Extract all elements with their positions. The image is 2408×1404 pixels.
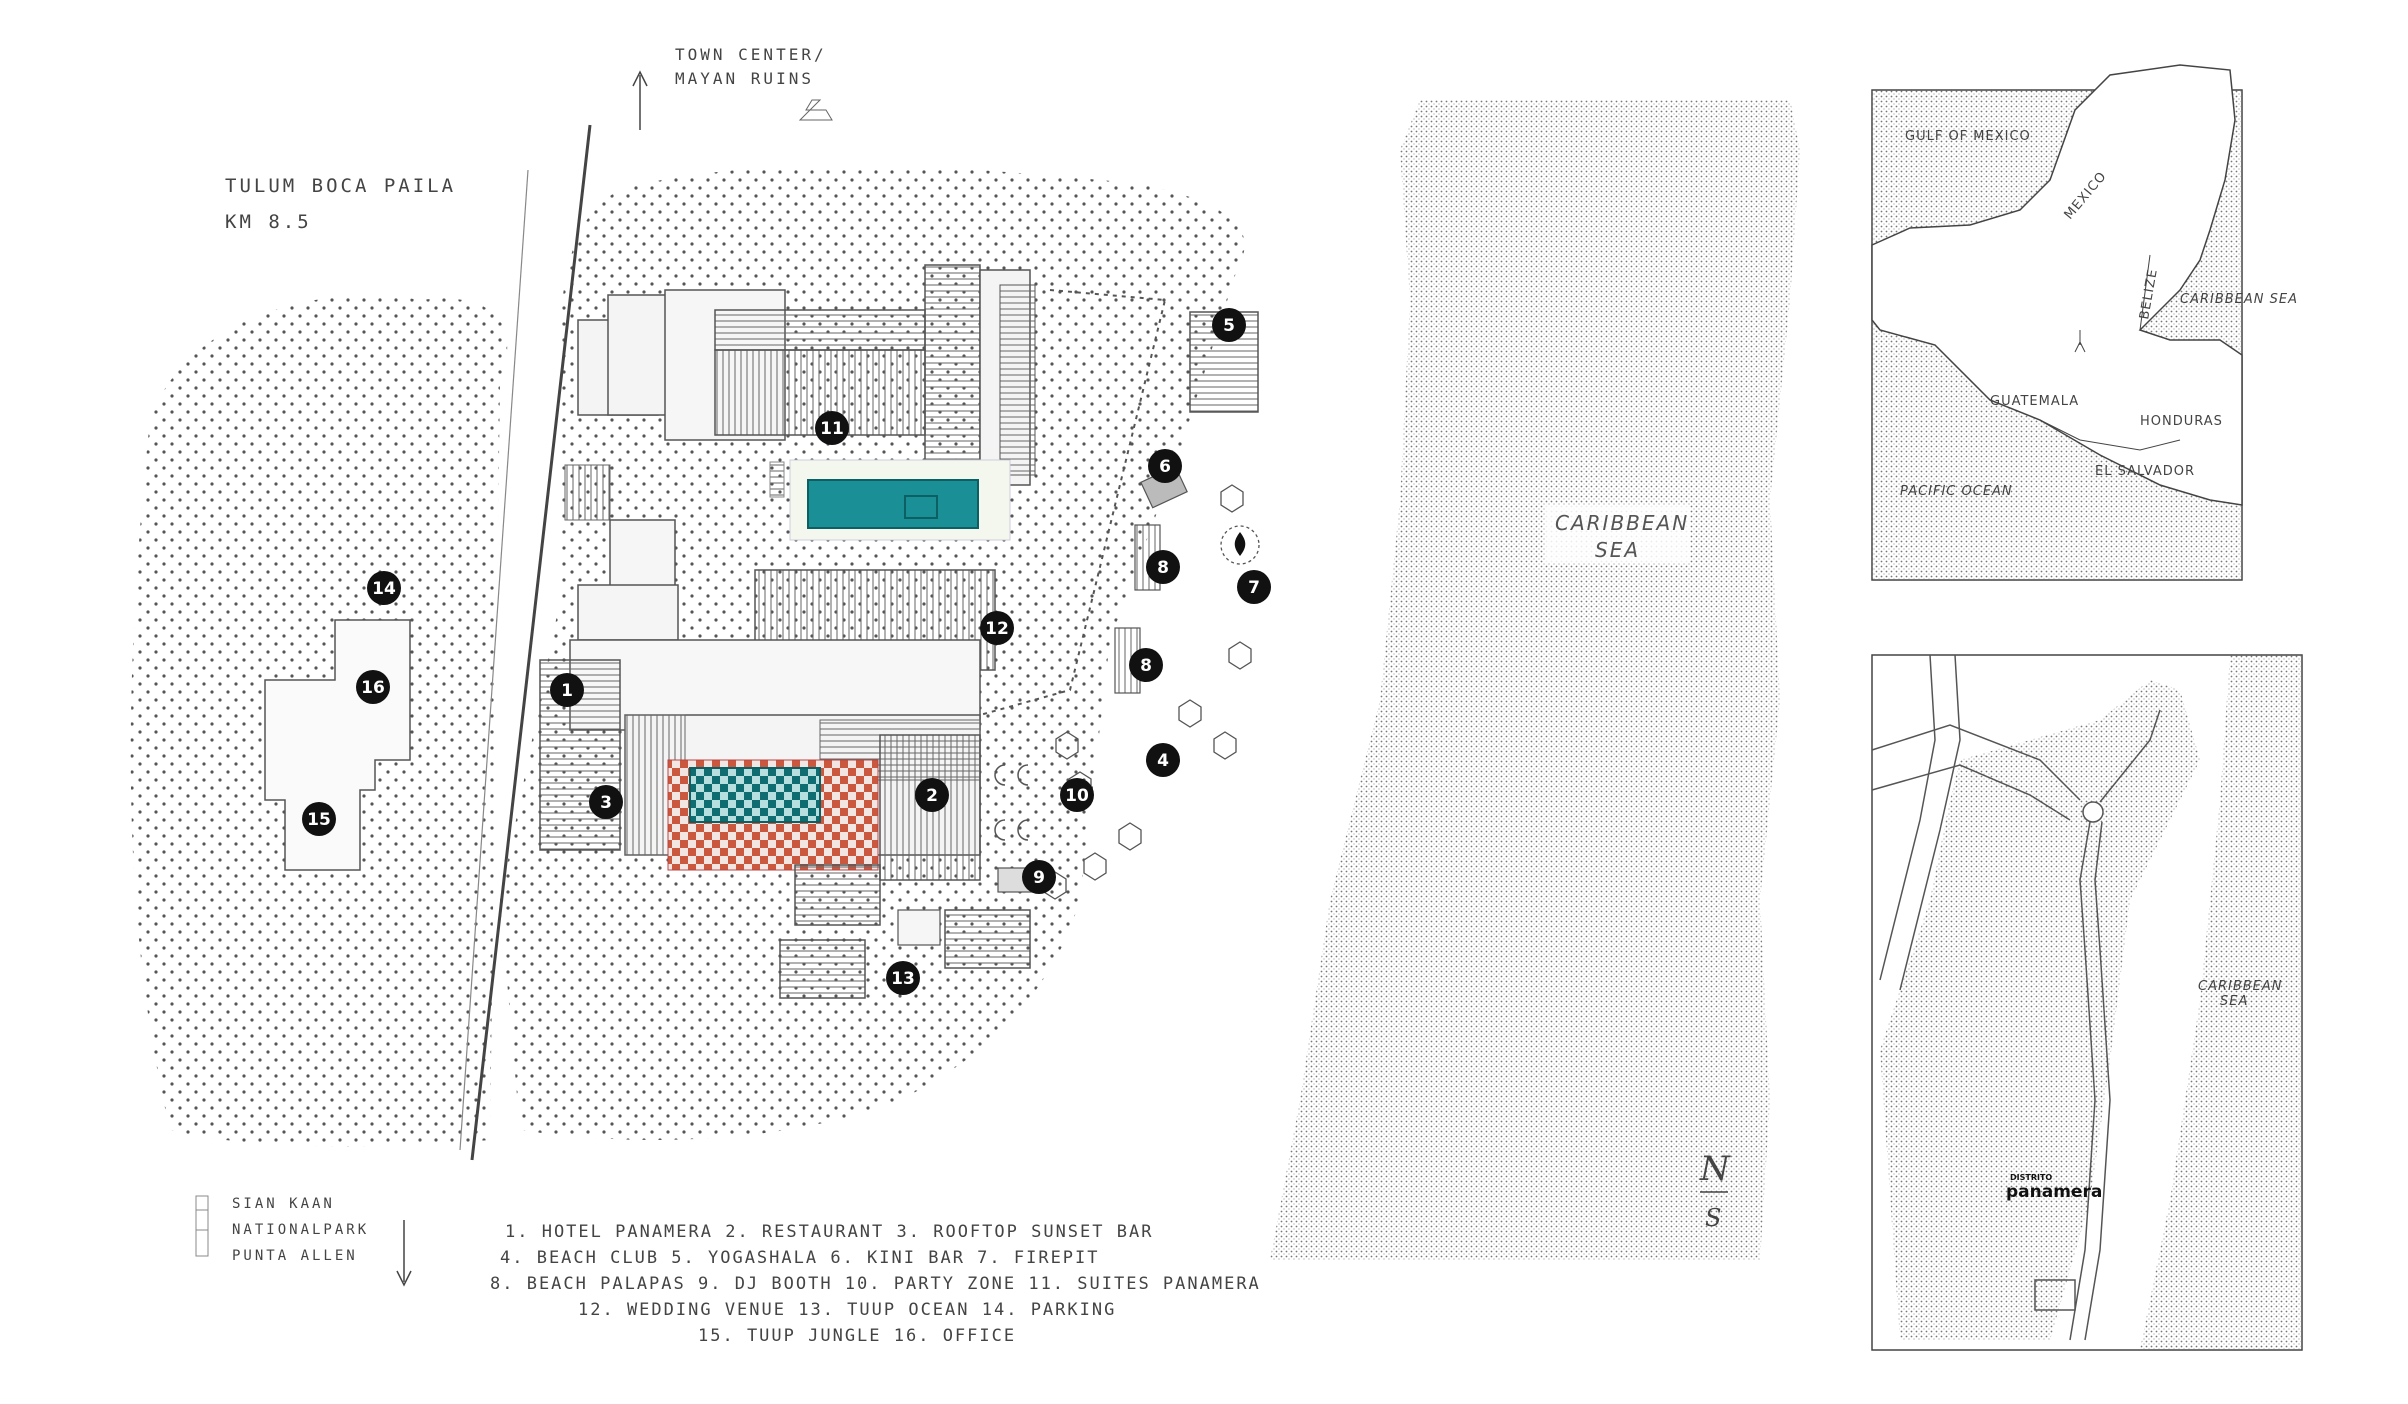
inset-region-map <box>1871 64 2243 581</box>
marker-15-label: 15 <box>307 810 331 830</box>
marker-7[interactable]: 7 <box>1237 570 1271 604</box>
inset-gulf: GULF OF MEXICO <box>1905 129 2031 144</box>
pool-suites <box>807 479 979 529</box>
marker-7-label: 7 <box>1248 578 1260 598</box>
south-label-3: PUNTA ALLEN <box>232 1248 358 1264</box>
marker-5-label: 5 <box>1223 316 1235 336</box>
marker-4-label: 4 <box>1157 751 1169 771</box>
marker-8a[interactable]: 8 <box>1146 550 1180 584</box>
inset-pacific: PACIFIC OCEAN <box>1900 484 2013 499</box>
site-boundary <box>979 289 1167 716</box>
marker-16[interactable]: 16 <box>356 670 390 704</box>
local-panamera: panamera <box>2006 1182 2102 1202</box>
pool-beach-club <box>689 767 821 823</box>
marker-15[interactable]: 15 <box>302 802 336 836</box>
compass-south: S <box>1705 1204 1721 1232</box>
legend-line-3: 8. BEACH PALAPAS 9. DJ BOOTH 10. PARTY Z… <box>490 1274 1261 1294</box>
inset-caribbean: CARIBBEAN SEA <box>2180 292 2298 307</box>
marker-16-label: 16 <box>361 678 385 698</box>
suites-panamera-building <box>577 264 1036 486</box>
marker-4[interactable]: 4 <box>1146 743 1180 777</box>
marker-9-label: 9 <box>1033 868 1045 888</box>
legend-line-2: 4. BEACH CLUB 5. YOGASHALA 6. KINI BAR 7… <box>500 1248 1100 1268</box>
local-distrito: DISTRITO <box>2010 1173 2052 1182</box>
inset-honduras: HONDURAS <box>2140 414 2223 429</box>
marker-5[interactable]: 5 <box>1212 308 1246 342</box>
local-caribbean-2: SEA <box>2220 994 2248 1009</box>
compass-north: N <box>1699 1149 1731 1189</box>
tuup-ocean-palapas <box>779 864 1031 999</box>
marker-8b[interactable]: 8 <box>1129 648 1163 682</box>
marker-2[interactable]: 2 <box>915 778 949 812</box>
marker-8b-label: 8 <box>1140 656 1152 676</box>
north-label: TOWN CENTER/ <box>675 45 827 64</box>
north-arrow <box>632 70 833 130</box>
firepit <box>1220 525 1260 565</box>
north-label-2: MAYAN RUINS <box>675 69 814 88</box>
marker-2-label: 2 <box>926 786 938 806</box>
legend-line-1: 1. HOTEL PANAMERA 2. RESTAURANT 3. ROOFT… <box>505 1222 1153 1242</box>
marker-12[interactable]: 12 <box>980 611 1014 645</box>
marker-1-label: 1 <box>561 681 573 701</box>
legend-line-5: 15. TUUP JUNGLE 16. OFFICE <box>698 1326 1016 1346</box>
south-label-1: SIAN KAAN <box>232 1196 335 1212</box>
sea-label-1: CARIBBEAN <box>1555 511 1689 535</box>
fire-icon <box>1234 532 1246 556</box>
marker-8a-label: 8 <box>1157 558 1169 578</box>
inset-local-map <box>1871 654 2303 1351</box>
inset-el-salvador: EL SALVADOR <box>2095 464 2195 479</box>
marker-10-label: 10 <box>1065 786 1089 806</box>
south-label-2: NATIONALPARK <box>232 1222 369 1238</box>
highway <box>459 124 592 1161</box>
local-caribbean-1: CARIBBEAN <box>2198 979 2283 994</box>
marker-14-label: 14 <box>372 579 396 599</box>
legend-line-4: 12. WEDDING VENUE 13. TUUP OCEAN 14. PAR… <box>578 1300 1116 1320</box>
marker-13-label: 13 <box>891 969 915 989</box>
marker-1[interactable]: 1 <box>550 673 584 707</box>
site-km: KM 8.5 <box>225 211 312 233</box>
marker-3[interactable]: 3 <box>589 785 623 819</box>
caribbean-sea <box>1270 100 1800 1260</box>
inset-guatemala: GUATEMALA <box>1990 394 2079 409</box>
marker-13[interactable]: 13 <box>886 961 920 995</box>
marker-11-label: 11 <box>820 419 844 439</box>
marker-11[interactable]: 11 <box>815 411 849 445</box>
marker-3-label: 3 <box>600 793 612 813</box>
marker-6[interactable]: 6 <box>1148 449 1182 483</box>
stairs <box>564 464 611 521</box>
site-name: TULUM BOCA PAILA <box>225 175 456 197</box>
marker-9[interactable]: 9 <box>1022 860 1056 894</box>
marker-10[interactable]: 10 <box>1060 778 1094 812</box>
marker-12-label: 12 <box>985 619 1009 639</box>
south-arrow <box>195 1195 412 1287</box>
marker-14[interactable]: 14 <box>367 571 401 605</box>
marker-6-label: 6 <box>1159 457 1171 477</box>
sea-label-2: SEA <box>1595 538 1640 562</box>
party-zone-lounges <box>994 764 1029 841</box>
